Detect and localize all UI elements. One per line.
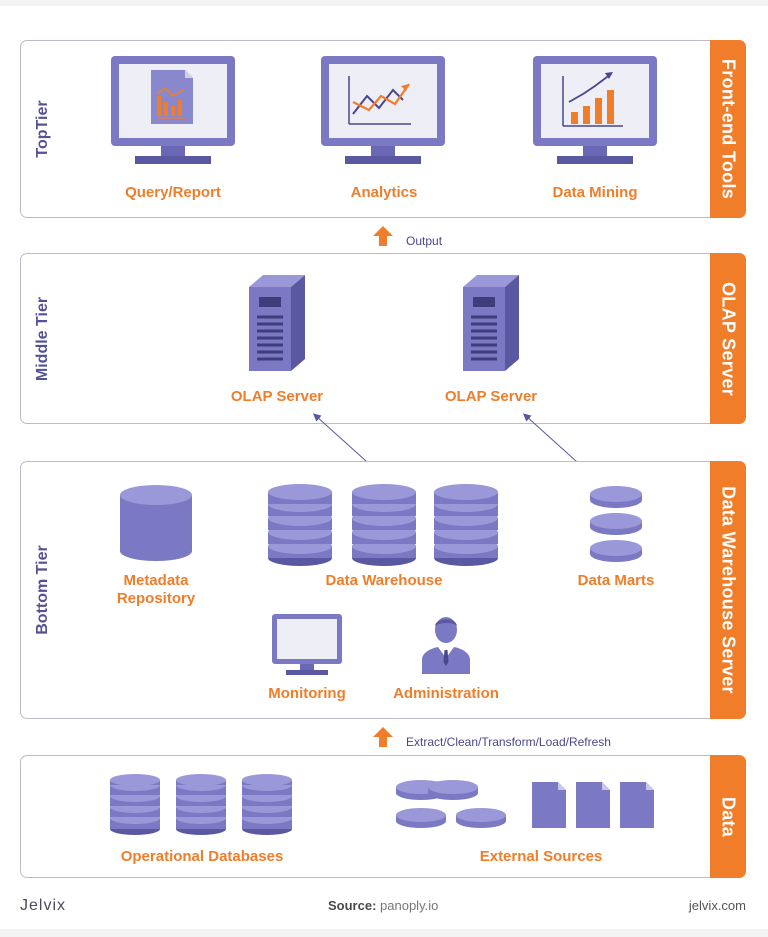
source-credit: Source: panoply.io (328, 898, 439, 913)
data-marts-discs-icon (590, 486, 642, 562)
brand-logo: Jelvix (20, 897, 67, 914)
analytics-monitor-icon (321, 56, 445, 164)
bottom-tier-label: Bottom Tier (34, 545, 51, 635)
output-arrow-icon (373, 226, 393, 246)
output-flow-label: Output (406, 234, 443, 248)
query-report-label: Query/Report (125, 184, 221, 201)
site-url: jelvix.com (688, 898, 746, 913)
olap-server-tab: OLAP Server (710, 253, 746, 424)
metadata-repository-cylinder-icon (120, 485, 192, 561)
etl-arrow-icon (373, 727, 393, 747)
data-warehouse-stack-icon (268, 484, 498, 566)
data-tab: Data (710, 755, 746, 878)
olap-server-label-1: OLAP Server (230, 388, 324, 405)
administration-label: Administration (393, 685, 499, 702)
data-mining-label: Data Mining (552, 184, 638, 201)
olap-server-tower-icon (249, 275, 305, 371)
etl-flow-label: Extract/Clean/Transform/Load/Refresh (406, 735, 611, 749)
external-sources-discs-icon (396, 780, 506, 828)
data-mining-monitor-icon (533, 56, 657, 164)
monitoring-label: Monitoring (268, 685, 346, 702)
olap-server-tower-icon (463, 275, 519, 371)
olap-server-label-2: OLAP Server (444, 388, 538, 405)
operational-databases-stack-icon (110, 774, 292, 835)
external-sources-label: External Sources (479, 848, 603, 865)
front-end-tools-tab: Front-end Tools (710, 40, 746, 218)
metadata-repository-label: Metadata Repository (116, 572, 196, 607)
analytics-label: Analytics (350, 184, 418, 201)
middle-tier-panel: Middle Tier OLAP Server (20, 253, 746, 424)
administrator-person-icon (422, 617, 470, 674)
operational-databases-label: Operational Databases (120, 848, 284, 865)
bottom-strip (0, 929, 768, 937)
monitoring-monitor-icon (272, 614, 342, 675)
data-warehouse-server-tab: Data Warehouse Server (710, 461, 746, 719)
data-warehouse-label: Data Warehouse (325, 572, 443, 589)
data-marts-label: Data Marts (577, 572, 655, 589)
query-report-monitor-icon (111, 56, 235, 164)
external-sources-documents-icon (532, 782, 654, 828)
top-strip (0, 0, 768, 6)
